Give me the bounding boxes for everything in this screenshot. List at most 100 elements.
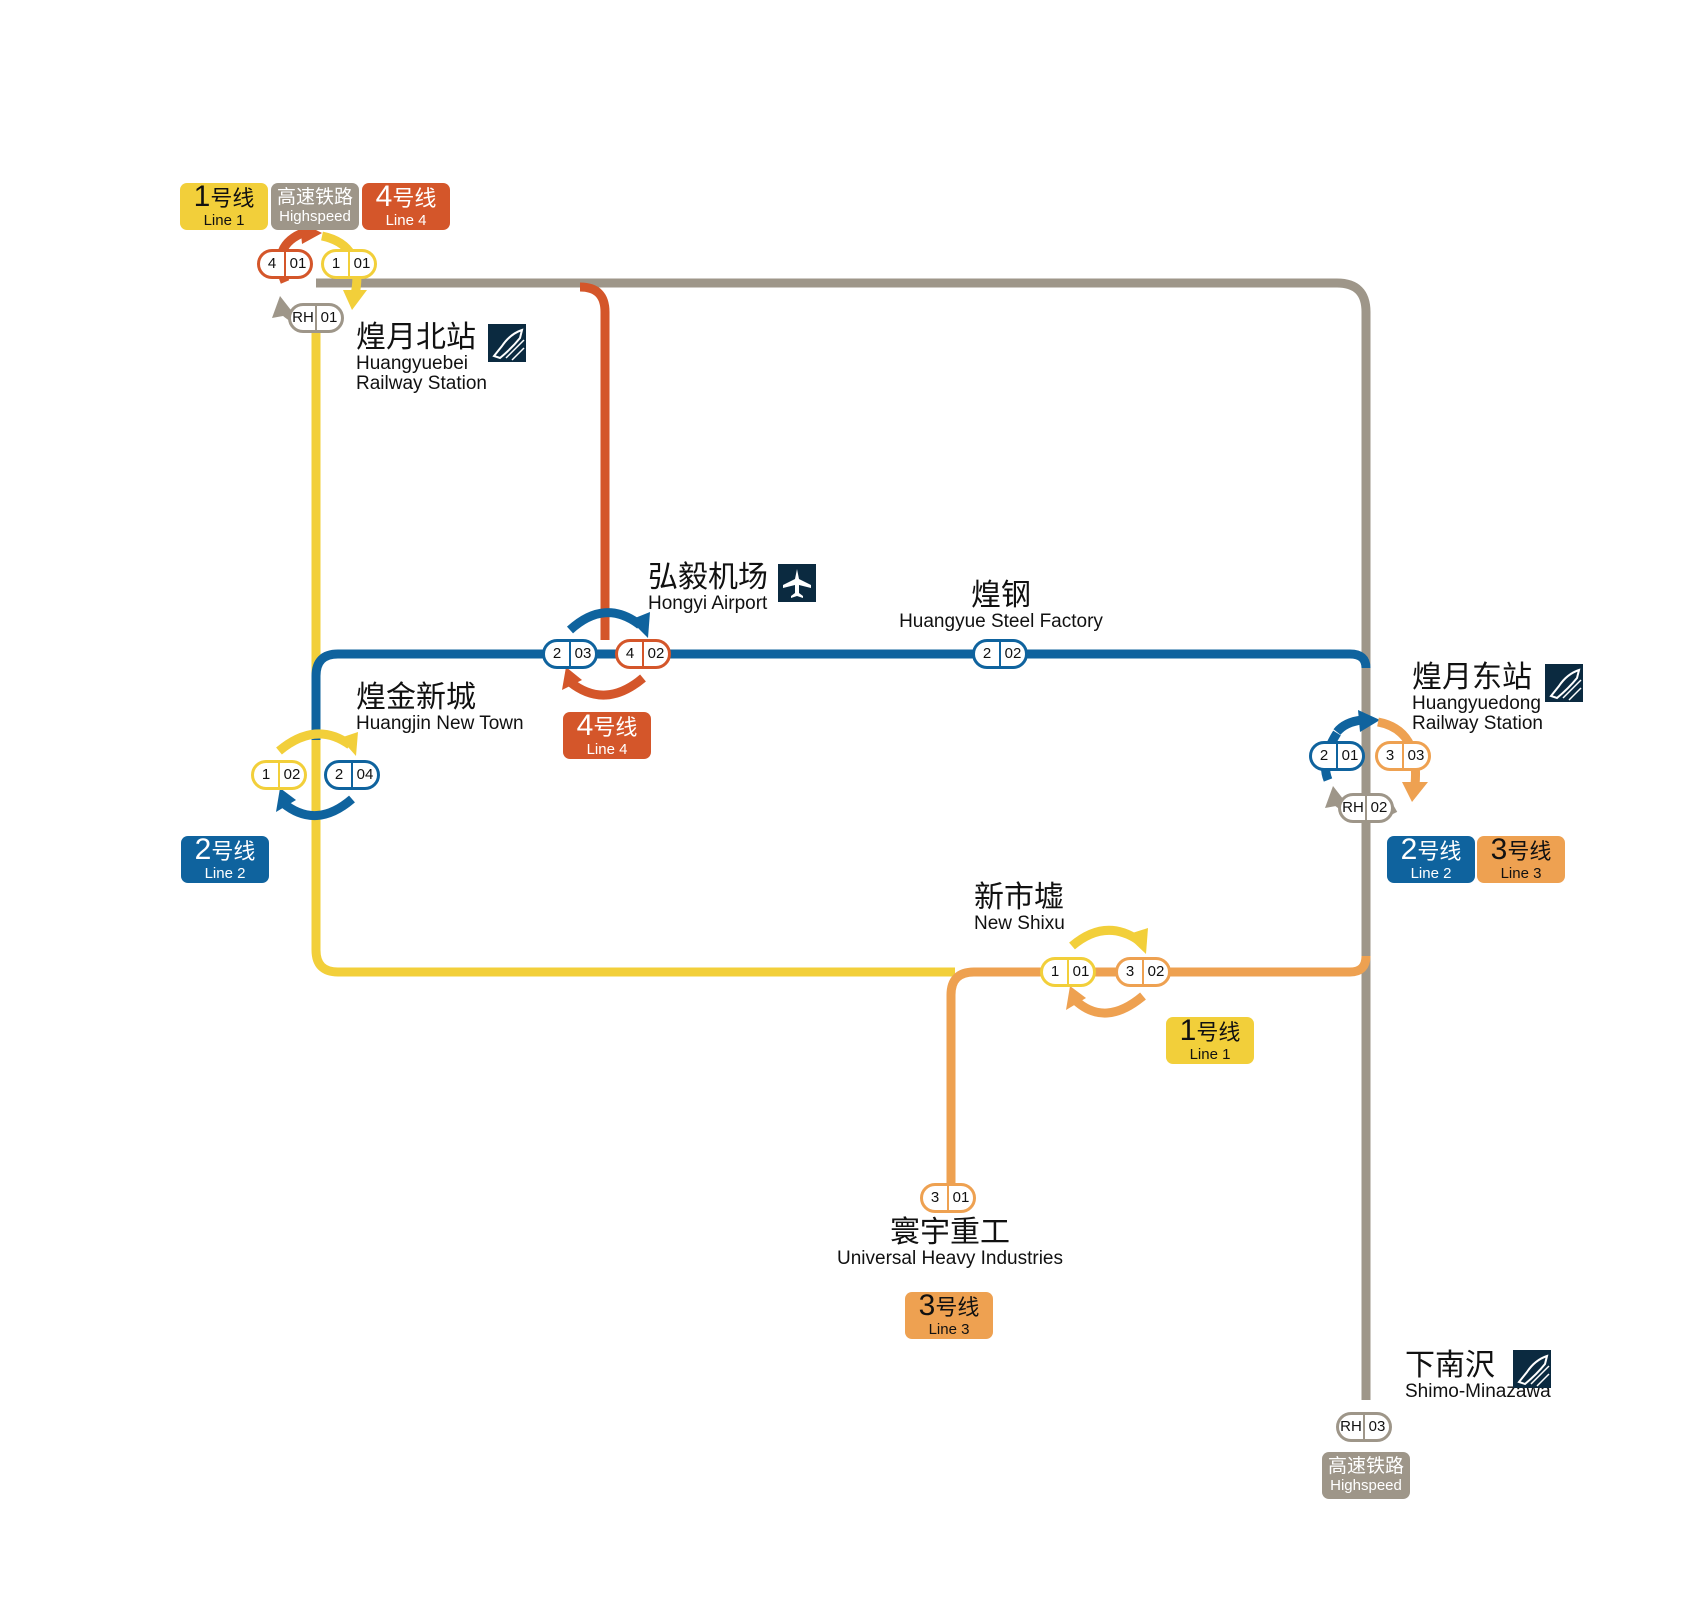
code-num: 04 <box>351 763 377 787</box>
badge-zh: 号线 <box>392 187 437 212</box>
badge-num: 3 <box>918 1289 936 1322</box>
transfer-arrow-head <box>343 290 367 310</box>
badge-num: 2 <box>194 833 212 866</box>
badge-en: Line 2 <box>1410 865 1452 882</box>
station-name-zh: 寰宇重工 <box>890 1215 1010 1250</box>
station-label-steel-factory[interactable]: 煌钢 Huangyue Steel Factory <box>891 580 1111 632</box>
highspeed-badge[interactable]: 高速铁路 Highspeed <box>1322 1452 1410 1499</box>
code-line: RH <box>1342 799 1364 816</box>
code-num: 02 <box>1142 960 1168 984</box>
station-name-en: Huangyuebei <box>356 353 468 374</box>
station-label-huangyuedong[interactable]: 煌月东站 Huangyuedong Railway Station <box>1412 662 1543 734</box>
badge-en: Line 3 <box>928 1321 970 1338</box>
line-4-track <box>579 282 610 640</box>
station-name-en: Railway Station <box>1412 713 1543 734</box>
badge-num: 3 <box>1490 833 1508 866</box>
badge-num: 1 <box>1179 1014 1197 1047</box>
badge-num: 4 <box>375 180 393 213</box>
station-name-zh: 煌月东站 <box>1412 660 1532 695</box>
code-num: 02 <box>1365 796 1391 820</box>
station-name-zh: 煌钢 <box>971 578 1031 613</box>
code-num: 02 <box>278 763 304 787</box>
line-3-track <box>946 955 1371 1190</box>
transfer-arrow-head <box>630 612 650 638</box>
station-label-huangyuebei[interactable]: 煌月北站 Huangyuebei Railway Station <box>356 322 487 394</box>
code-line: 2 <box>334 766 344 783</box>
station-name-en: New Shixu <box>974 913 1065 934</box>
station-name-en: Railway Station <box>356 373 487 394</box>
badge-zh: 号线 <box>210 187 255 212</box>
train-icon <box>1545 664 1583 702</box>
station-name-zh: 煌月北站 <box>356 320 476 355</box>
transfer-arrow-head <box>1126 928 1148 954</box>
code-line: 1 <box>261 766 271 783</box>
line-2-badge[interactable]: 2号线 Line 2 <box>181 833 269 883</box>
station-label-new-shixu[interactable]: 新市墟 New Shixu <box>974 882 1065 934</box>
station-name-en: Hongyi Airport <box>648 593 768 614</box>
badge-zh: 号线 <box>1507 840 1552 865</box>
code-line: 3 <box>1125 963 1135 980</box>
transfer-arrow-line1 <box>1069 925 1141 950</box>
station-name-en: Huangyue Steel Factory <box>899 611 1103 632</box>
line-3-badge[interactable]: 3号线 Line 3 <box>1477 833 1565 883</box>
code-line: 4 <box>267 255 277 272</box>
highspeed-badge[interactable]: 高速铁路 Highspeed <box>271 183 359 230</box>
station-name-en: Huangyuedong <box>1412 693 1541 714</box>
transfer-arrow-head <box>340 732 358 756</box>
badge-en: Line 3 <box>1500 865 1542 882</box>
badge-zh: 号线 <box>211 840 256 865</box>
code-num: 02 <box>999 642 1025 666</box>
badge-en: Line 1 <box>203 212 245 229</box>
line-2-badge[interactable]: 2号线 Line 2 <box>1387 835 1475 883</box>
code-num: 03 <box>1363 1415 1389 1439</box>
code-num: 02 <box>642 642 668 666</box>
code-line: RH <box>292 309 314 326</box>
station-name-zh: 下南沢 <box>1405 1348 1495 1383</box>
transfer-arrow-head <box>562 667 582 690</box>
train-icon <box>1513 1350 1551 1388</box>
code-line: 2 <box>552 645 562 662</box>
line-4-badge[interactable]: 4号线 Line 4 <box>362 180 450 230</box>
code-num: 01 <box>947 1186 973 1210</box>
badge-zh: 号线 <box>593 716 638 741</box>
station-label-huangjin[interactable]: 煌金新城 Huangjin New Town <box>356 682 524 734</box>
transfer-arrow-line2 <box>280 795 355 820</box>
station-code-2-04[interactable]: 2 04 <box>324 760 380 790</box>
badge-zh: 号线 <box>1196 1021 1241 1046</box>
line-1-track <box>311 330 955 977</box>
code-num: 01 <box>348 252 374 276</box>
line-1-badge[interactable]: 1号线 Line 1 <box>1166 1014 1254 1064</box>
transfer-arrow-head <box>1358 710 1380 732</box>
station-name-en: Universal Heavy Industries <box>837 1248 1063 1269</box>
transfer-arrow-line4 <box>567 674 646 700</box>
badge-en: Line 1 <box>1189 1046 1231 1063</box>
code-line: 2 <box>1319 747 1329 764</box>
station-label-hongyi-airport[interactable]: 弘毅机场 Hongyi Airport <box>648 562 768 614</box>
station-code-3-01[interactable]: 3 01 <box>920 1183 976 1213</box>
station-code-1-02[interactable]: 1 02 <box>251 760 307 790</box>
code-line: 3 <box>930 1189 940 1206</box>
badge-zh: 号线 <box>1417 840 1462 865</box>
code-num: 01 <box>1067 960 1093 984</box>
badge-zh: 号线 <box>935 1296 980 1321</box>
line-1-badge[interactable]: 1号线 Line 1 <box>180 182 268 230</box>
badge-en: Line 4 <box>586 741 628 758</box>
airplane-icon <box>778 564 816 602</box>
line-4-badge[interactable]: 4号线 Line 4 <box>563 711 651 759</box>
station-code-3-02[interactable]: 3 02 <box>1115 957 1171 987</box>
transfer-arrow-head <box>276 788 296 812</box>
code-line: RH <box>1340 1418 1362 1435</box>
line-3-badge[interactable]: 3号线 Line 3 <box>905 1289 993 1339</box>
station-label-universal-heavy[interactable]: 寰宇重工 Universal Heavy Industries <box>820 1217 1080 1269</box>
